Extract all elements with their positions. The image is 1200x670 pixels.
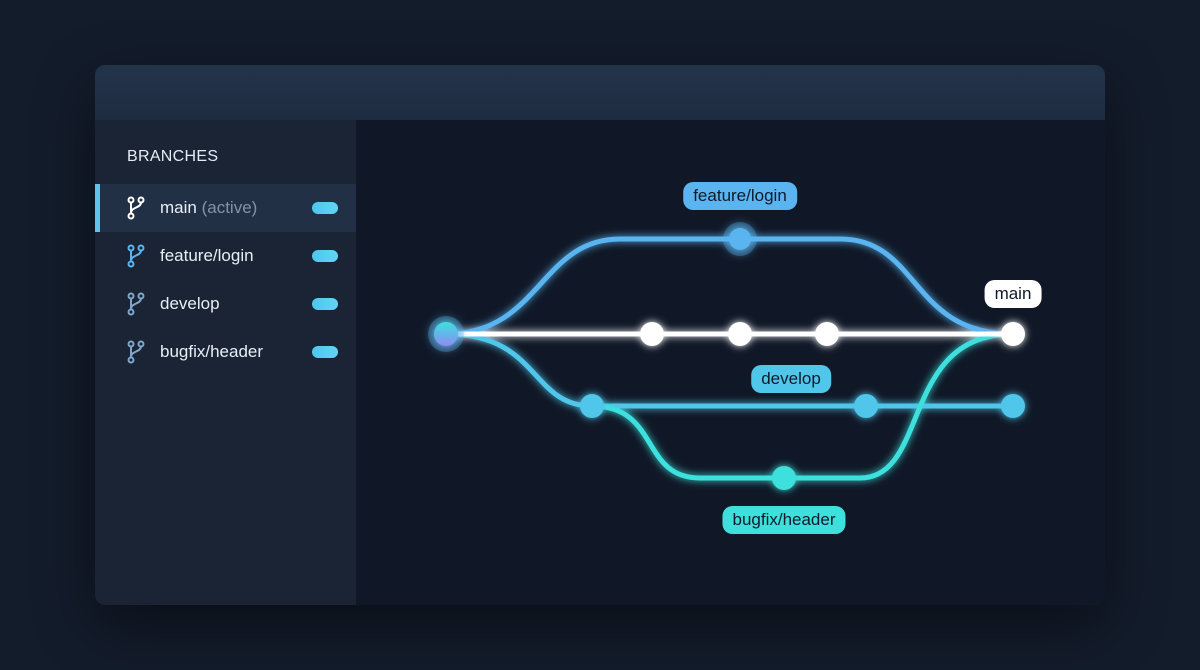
branch-item-feature-login[interactable]: feature/login (95, 232, 356, 280)
branches-sidebar: BRANCHES main (active) feature/login dev… (95, 120, 356, 605)
sidebar-title: BRANCHES (127, 148, 219, 165)
main-commit[interactable] (640, 322, 664, 346)
feature-commit[interactable] (729, 228, 751, 250)
develop-branch-line (443, 331, 1016, 409)
main-tag[interactable]: main (984, 280, 1042, 308)
branch-name: feature/login (160, 246, 254, 265)
root-commit[interactable] (434, 322, 458, 346)
branch-name: develop (160, 294, 220, 313)
main-commit[interactable] (728, 322, 752, 346)
branch-name: main (160, 198, 197, 217)
branch-icon (127, 292, 145, 316)
branch-status-pill (312, 202, 338, 214)
main-head-commit[interactable] (1001, 322, 1025, 346)
feature-login-tag[interactable]: feature/login (683, 182, 797, 210)
feature-branch-line (443, 236, 1016, 337)
develop-commit[interactable] (854, 394, 878, 418)
branch-status-pill (312, 298, 338, 310)
bugfix-header-tag[interactable]: bugfix/header (722, 506, 846, 534)
develop-tag[interactable]: develop (751, 365, 831, 393)
branch-status-pill (312, 346, 338, 358)
branch-item-develop[interactable]: develop (95, 280, 356, 328)
main-commit[interactable] (815, 322, 839, 346)
branch-icon (127, 196, 145, 220)
bugfix-commit[interactable] (772, 466, 796, 490)
branch-item-main[interactable]: main (active) (95, 184, 356, 232)
develop-head-commit[interactable] (1001, 394, 1025, 418)
bugfix-branch-line (589, 331, 1016, 481)
branch-icon (127, 340, 145, 364)
title-bar (95, 65, 1105, 120)
branch-status-pill (312, 250, 338, 262)
branch-name: bugfix/header (160, 342, 264, 361)
develop-commit[interactable] (580, 394, 604, 418)
branch-icon (127, 244, 145, 268)
active-indicator: (active) (201, 198, 258, 217)
branch-item-bugfix-header[interactable]: bugfix/header (95, 328, 356, 376)
